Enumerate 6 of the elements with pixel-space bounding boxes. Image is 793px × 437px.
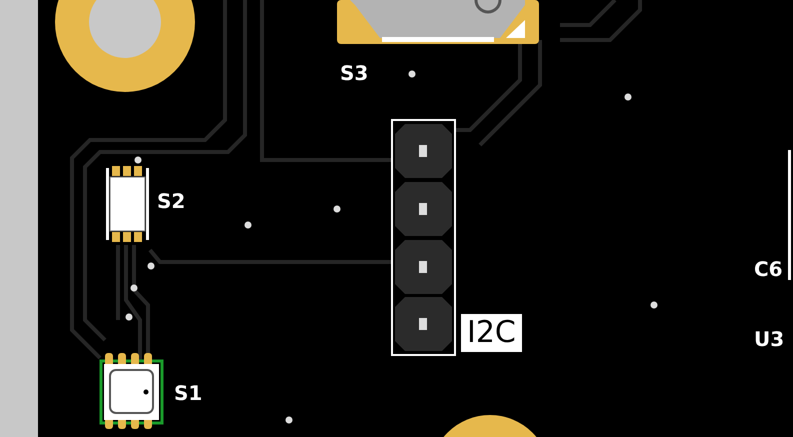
reference-designator: S1 (174, 382, 202, 404)
reference-designator: C6 (754, 258, 783, 280)
reference-designator: I2C (461, 314, 522, 352)
reference-designator: S2 (157, 190, 186, 212)
reference-designator: S3 (340, 62, 368, 84)
reference-designator: U3 (754, 328, 784, 350)
